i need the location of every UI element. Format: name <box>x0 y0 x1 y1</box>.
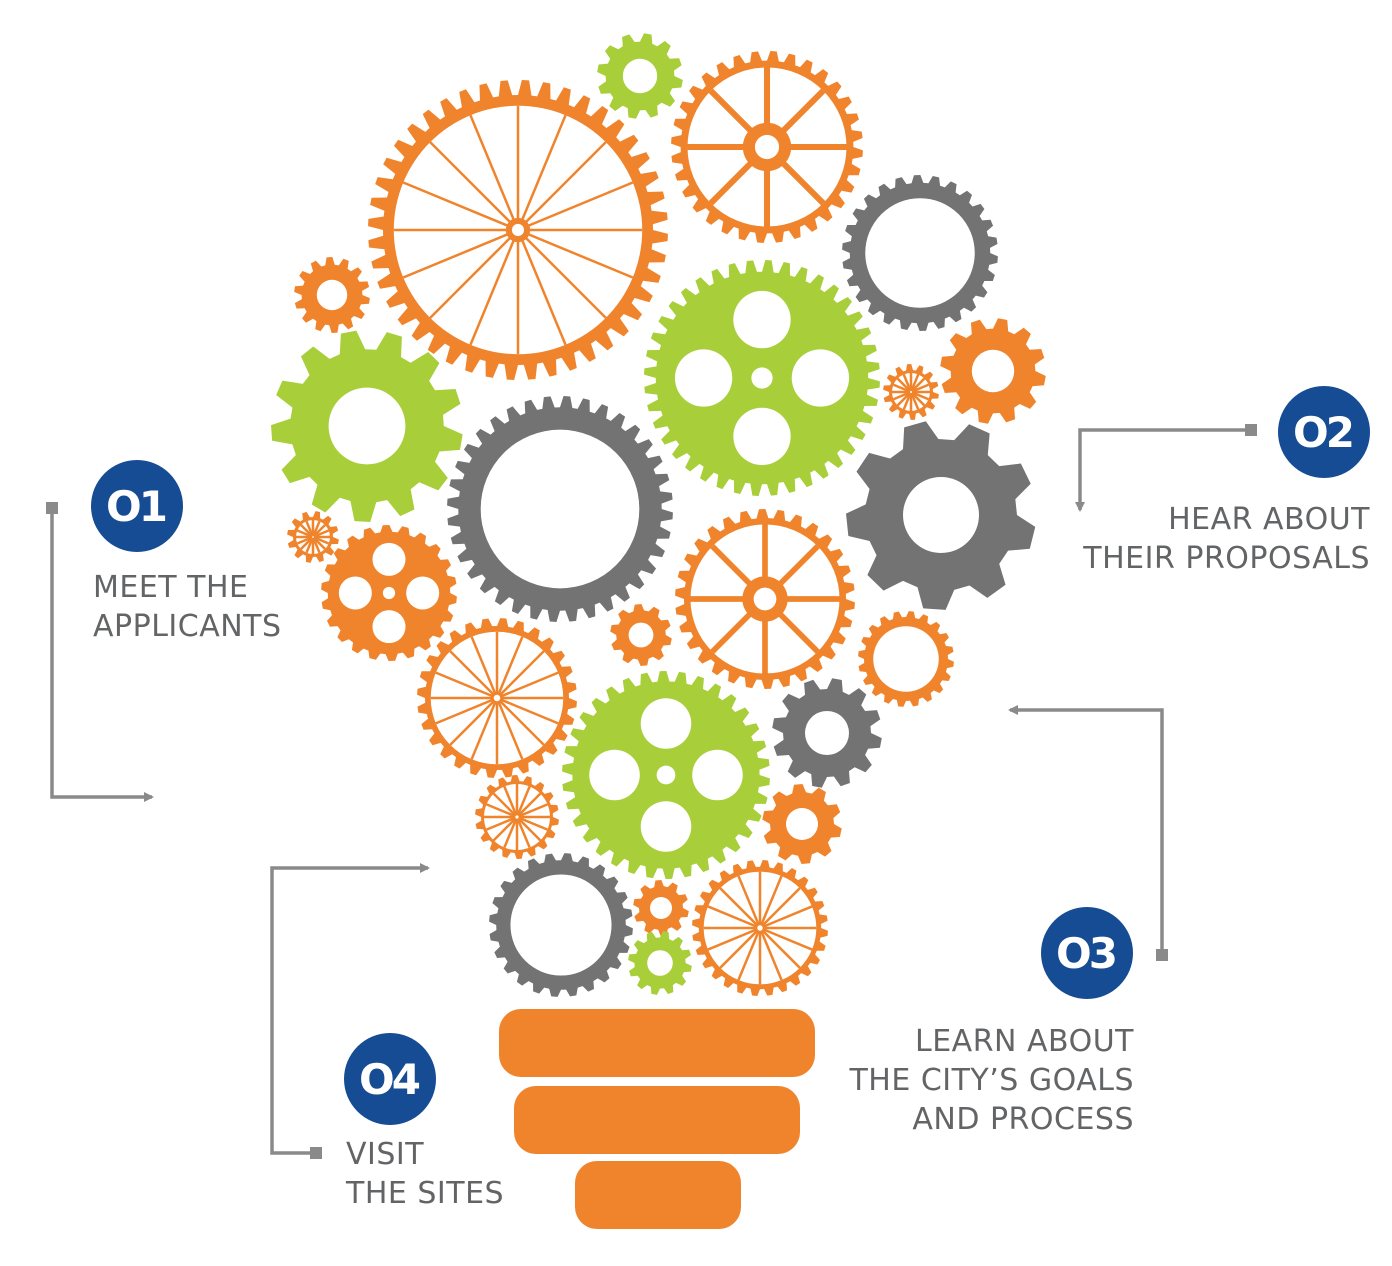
connector-arrow-03 <box>1008 705 1164 955</box>
bulb-base-segment-bottom <box>575 1161 741 1229</box>
gear-orange-small-right-icon <box>858 611 954 707</box>
gear-tiny-orange-mid-icon <box>610 604 672 666</box>
gear-small-orange-left-icon <box>294 257 370 333</box>
bulb-base-segment-middle <box>514 1086 800 1154</box>
step-04-badge: O4 <box>344 1033 436 1125</box>
gear-gray-small-right-icon <box>772 678 882 788</box>
gear-gray-upper-right-icon <box>842 175 998 331</box>
step-02-badge: O2 <box>1278 386 1370 478</box>
step-01-label-line-1: MEET THE <box>93 570 249 605</box>
step-02-label: HEAR ABOUT THEIR PROPOSALS <box>1083 500 1370 578</box>
step-04-label-line-2: THE SITES <box>346 1176 505 1211</box>
gear-orange-holes-left-icon <box>321 525 457 661</box>
gear-green-lower-icon <box>562 671 770 879</box>
connector-node-04 <box>310 1147 322 1159</box>
gear-orange-mid-right-icon <box>675 509 855 689</box>
gear-cluster <box>271 33 1046 997</box>
connector-arrows <box>46 424 1257 1159</box>
gear-tiny-orange-right-icon <box>883 364 939 420</box>
step-03-badge: O3 <box>1041 907 1133 999</box>
connector-arrow-04 <box>270 863 430 1155</box>
connector-node-02 <box>1245 424 1257 436</box>
gear-top-right-orange-icon <box>671 51 863 243</box>
gear-orange-tiny-lower-icon <box>475 775 559 859</box>
gear-tiny-green-bottom-icon <box>628 931 692 995</box>
gear-green-left-icon <box>271 330 463 522</box>
step-03-label-line-2: THE CITY’S GOALS <box>849 1063 1134 1098</box>
gear-orange-small-lower-icon <box>762 784 842 864</box>
connector-node-03 <box>1156 949 1168 961</box>
gear-large-spoked-orange-icon <box>368 80 668 380</box>
gear-gray-large-right-icon <box>846 421 1036 610</box>
connector-node-01 <box>46 502 58 514</box>
step-04-label: VISIT THE SITES <box>346 1135 504 1213</box>
connector-arrow-02 <box>1075 428 1251 512</box>
gear-green-center-icon <box>644 260 880 496</box>
step-02-label-line-2: THEIR PROPOSALS <box>1083 541 1370 576</box>
step-01-badge: O1 <box>91 460 183 552</box>
bulb-base-segment-top <box>499 1009 815 1077</box>
gear-orange-spoked-lower-icon <box>417 618 577 778</box>
gear-top-small-green-icon <box>597 33 683 119</box>
step-01-label: MEET THE APPLICANTS <box>93 568 282 646</box>
step-03-label-line-1: LEARN ABOUT <box>915 1024 1134 1059</box>
gear-orange-spoked-bottom-icon <box>692 860 828 996</box>
connector-arrow-01 <box>50 508 154 802</box>
gear-tiny-orange-left-icon <box>287 511 339 563</box>
gear-orange-right-icon <box>940 318 1046 424</box>
step-03-label: LEARN ABOUT THE CITY’S GOALS AND PROCESS <box>849 1022 1134 1139</box>
gear-gray-bottom-left-icon <box>489 853 633 997</box>
step-01-label-line-2: APPLICANTS <box>93 609 282 644</box>
step-04-label-line-1: VISIT <box>346 1137 425 1172</box>
gear-gray-center-icon <box>447 396 673 622</box>
step-03-label-line-3: AND PROCESS <box>912 1102 1134 1137</box>
step-02-label-line-1: HEAR ABOUT <box>1168 502 1370 537</box>
gear-tiny-orange-bottom-icon <box>633 880 689 936</box>
